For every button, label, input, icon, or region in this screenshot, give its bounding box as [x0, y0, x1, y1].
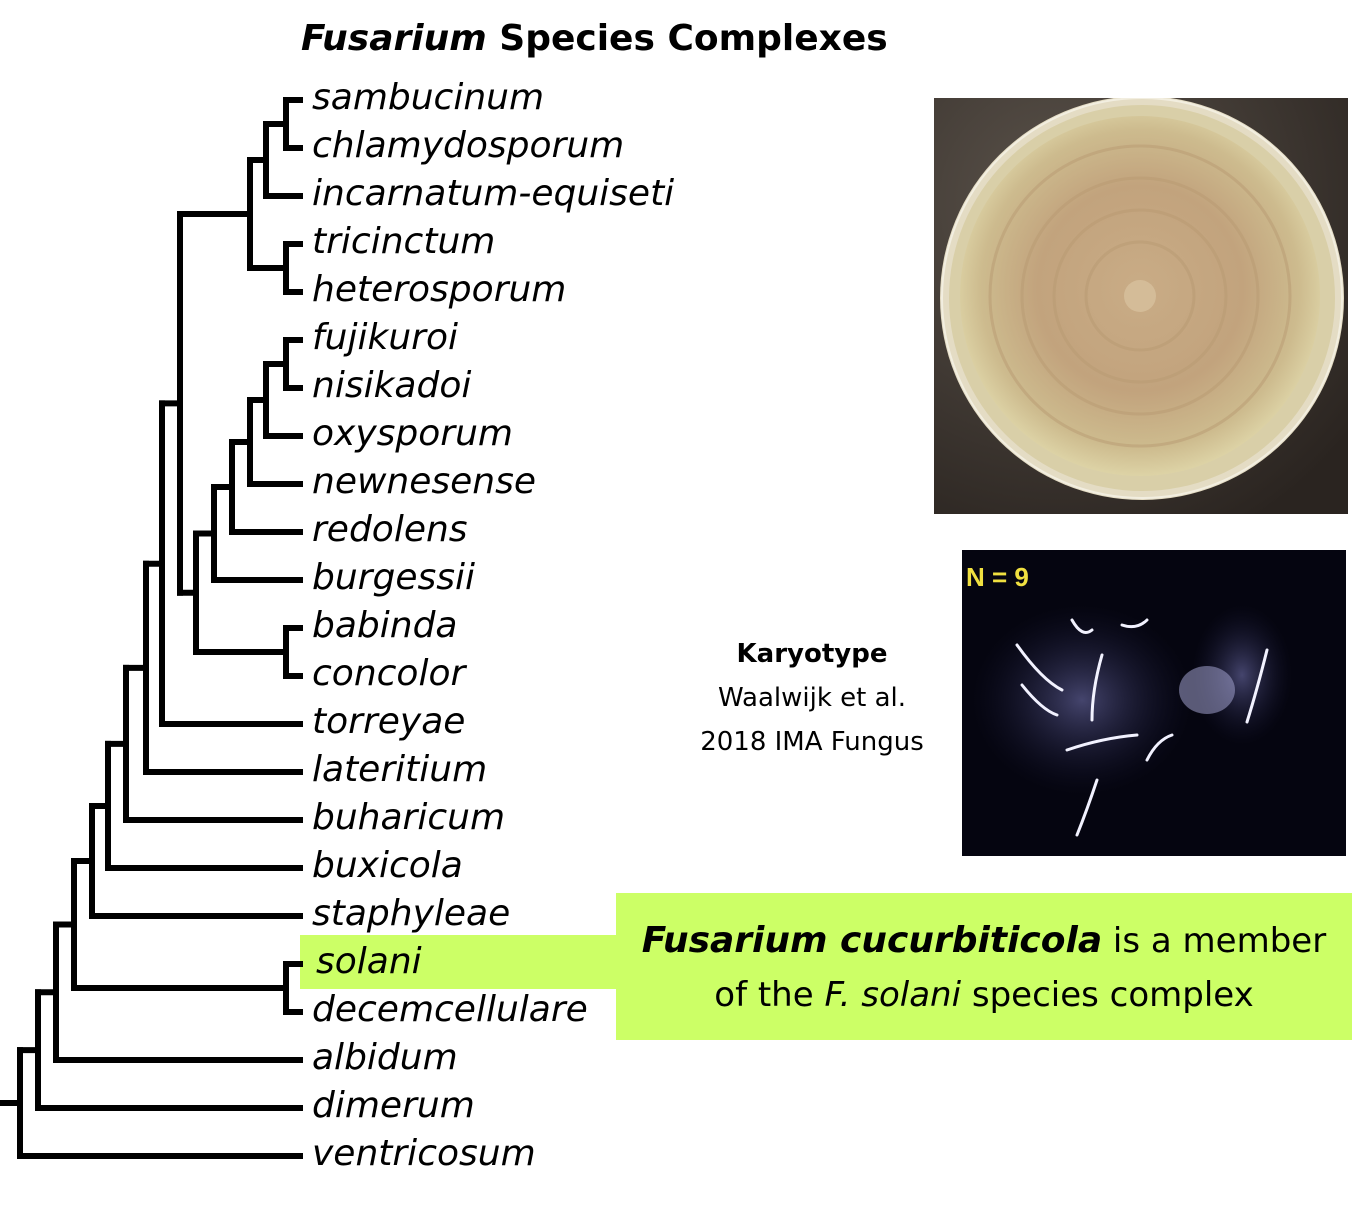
membership-callout: Fusarium cucurbiticola is a member of th… — [616, 893, 1352, 1040]
taxon-label-sambucinum: sambucinum — [312, 77, 545, 118]
taxon-label-oxysporum: oxysporum — [312, 413, 513, 454]
taxon-label-buxicola: buxicola — [312, 845, 463, 886]
taxon-label-burgessii: burgessii — [312, 557, 475, 598]
callout-line2-end: species complex — [961, 975, 1254, 1015]
taxon-label-ventricosum: ventricosum — [312, 1133, 536, 1174]
taxon-label-lateritium: lateritium — [312, 749, 488, 790]
karyotype-heading: Karyotype — [736, 639, 888, 669]
citation-authors: Waalwijk et al. — [717, 683, 907, 713]
figure-title: Fusarium Species Complexes — [301, 18, 888, 59]
taxon-label-decemcellulare: decemcellulare — [312, 989, 588, 1030]
solani-highlight — [300, 935, 618, 989]
taxon-label-chlamydosporum: chlamydosporum — [312, 125, 625, 166]
taxon-label-incarnatum-equiseti: incarnatum-equiseti — [312, 173, 675, 214]
taxon-label-torreyae: torreyae — [312, 701, 466, 742]
taxon-label-buharicum: buharicum — [312, 797, 506, 838]
taxon-label-babinda: babinda — [312, 605, 458, 646]
taxon-label-dimerum: dimerum — [312, 1085, 475, 1126]
taxon-label-concolor: concolor — [312, 653, 466, 694]
taxon-label-heterosporum: heterosporum — [312, 269, 567, 310]
karyotype-photo: N = 9 — [962, 550, 1346, 856]
title-rest: Species Complexes — [486, 18, 888, 59]
petri-dish-photo — [934, 98, 1348, 514]
callout-line1-rest: is a member — [1102, 921, 1327, 961]
callout-line-1: Fusarium cucurbiticola is a member — [616, 914, 1352, 968]
phylogenetic-tree — [0, 97, 303, 1159]
taxon-label-redolens: redolens — [312, 509, 468, 550]
title-genus: Fusarium — [301, 18, 487, 59]
taxon-label-solani: solani — [316, 941, 422, 982]
taxon-label-fujikuroi: fujikuroi — [312, 317, 458, 358]
taxon-label-nisikadoi: nisikadoi — [312, 365, 472, 406]
callout-line-2: of the F. solani species complex — [616, 968, 1352, 1022]
karyotype-caption: Karyotype Waalwijk et al. 2018 IMA Fungu… — [682, 632, 942, 764]
taxon-label-newnesense: newnesense — [312, 461, 536, 502]
callout-species: Fusarium cucurbiticola — [641, 920, 1103, 961]
taxon-label-staphyleae: staphyleae — [312, 893, 511, 934]
callout-complex-name: F. solani — [824, 975, 962, 1015]
taxon-label-albidum: albidum — [312, 1037, 458, 1078]
citation-journal: 2018 IMA Fungus — [700, 727, 924, 757]
taxon-label-tricinctum: tricinctum — [312, 221, 496, 262]
callout-line2-start: of the — [714, 975, 825, 1015]
chromosome-count-label: N = 9 — [966, 562, 1029, 592]
